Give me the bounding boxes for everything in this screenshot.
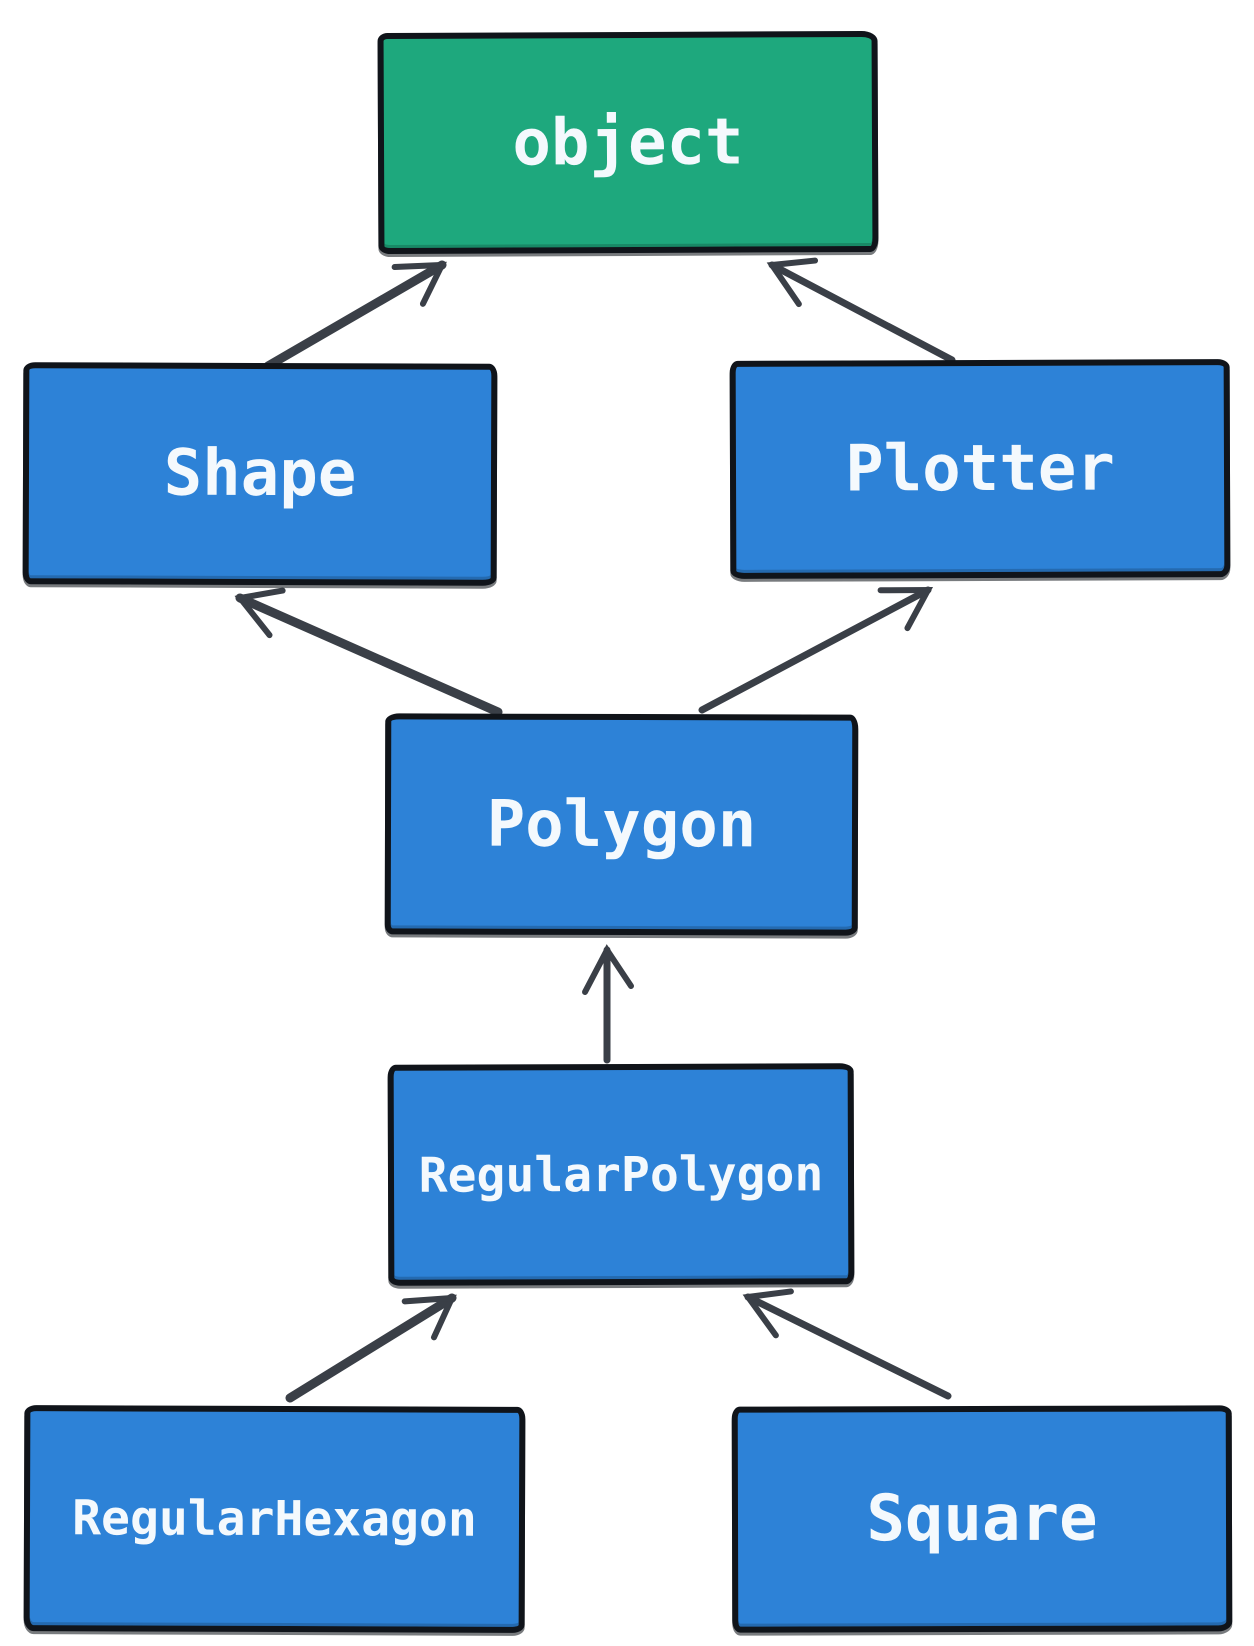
node-polygon: Polygon [384,713,859,936]
arrow-plotter-to-object [766,257,956,364]
node-square-label: Square [866,1481,1098,1557]
node-shape: Shape [22,362,498,586]
node-shape-label: Shape [163,436,357,512]
node-object-label: object [512,104,744,181]
node-plotter: Plotter [729,359,1231,579]
node-regular-hexagon-label: RegularHexagon [72,1490,477,1548]
node-regular-polygon: RegularPolygon [387,1063,855,1286]
arrow-shape-to-object [263,260,447,371]
node-regular-polygon-label: RegularPolygon [418,1145,824,1204]
node-polygon-label: Polygon [486,787,757,862]
arrow-polygon-to-shape [234,587,503,717]
node-regular-hexagon: RegularHexagon [23,1405,526,1633]
arrow-square-to-regularpolygon [742,1288,952,1400]
arrow-polygon-to-plotter [698,586,934,714]
arrow-regularhexagon-to-regularpolygon [285,1293,457,1403]
node-square: Square [731,1405,1233,1633]
node-plotter-label: Plotter [845,431,1115,507]
node-object: object [377,30,879,255]
